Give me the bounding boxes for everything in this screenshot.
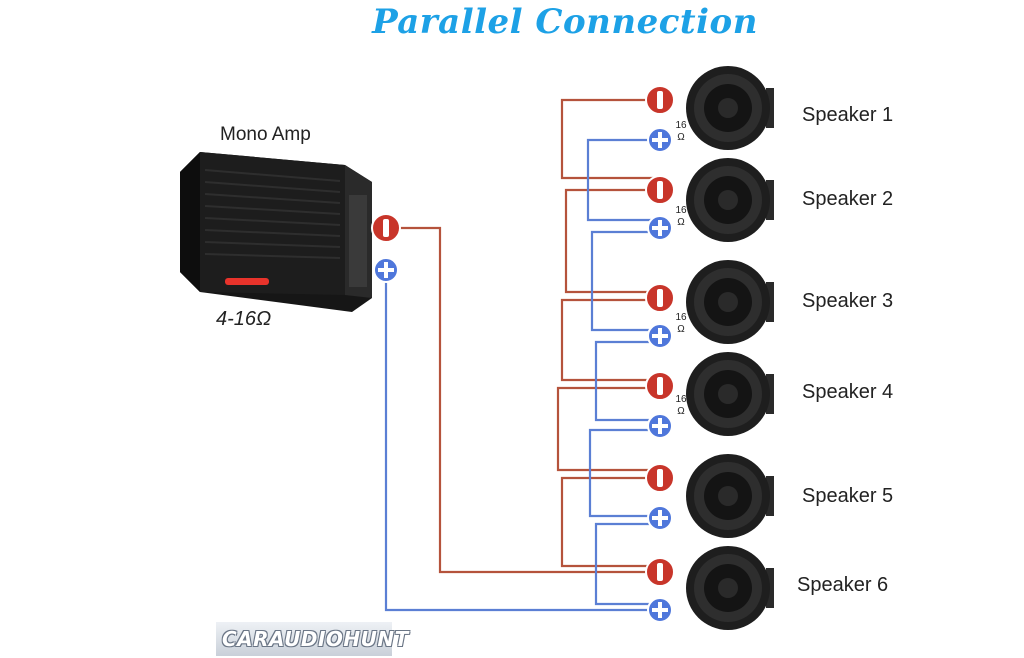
amp-minus-terminal-icon	[371, 213, 401, 243]
speaker-3-label: Speaker 3	[802, 290, 894, 312]
speaker-6-minus-terminal-icon	[645, 557, 675, 587]
speaker-1-image	[686, 66, 774, 150]
speaker-6-label: Speaker 6	[797, 574, 889, 596]
amp-plus-terminal-icon	[373, 257, 399, 283]
speaker-3-minus-terminal-icon	[645, 283, 675, 313]
logo-text: CARAUDIOHUNT	[222, 627, 409, 651]
speaker-5-minus-terminal-icon	[645, 463, 675, 493]
speaker-5-plus-terminal-icon	[647, 505, 673, 531]
mono-amp-image	[180, 152, 372, 312]
speaker-4-label: Speaker 4	[802, 381, 894, 403]
speaker-4-plus-terminal-icon	[647, 413, 673, 439]
speaker-5-image	[686, 454, 774, 538]
amp-label: Mono Amp	[220, 124, 311, 145]
amp-impedance: 4-16Ω	[216, 308, 272, 330]
speaker-2-image	[686, 158, 774, 242]
speaker-1-plus-terminal-icon	[647, 127, 673, 153]
positive-wires	[384, 138, 660, 612]
caraudiohunt-logo: CARAUDIOHUNT	[216, 622, 408, 656]
speaker-1-minus-terminal-icon	[645, 85, 675, 115]
amp-accent-strip	[225, 278, 269, 285]
negative-wires	[392, 98, 660, 574]
speaker-4-image	[686, 352, 774, 436]
speaker-2-plus-terminal-icon	[647, 215, 673, 241]
speaker-5-label: Speaker 5	[802, 485, 894, 507]
speaker-4-minus-terminal-icon	[645, 371, 675, 401]
speaker-2-label: Speaker 2	[802, 188, 894, 210]
speaker-6-plus-terminal-icon	[647, 597, 673, 623]
speaker-6-image	[686, 546, 774, 630]
speaker-3-plus-terminal-icon	[647, 323, 673, 349]
diagram-title: Parallel Connection	[372, 2, 758, 42]
speaker-1-label: Speaker 1	[802, 104, 894, 126]
speaker-3-image	[686, 260, 774, 344]
speaker-2-minus-terminal-icon	[645, 175, 675, 205]
